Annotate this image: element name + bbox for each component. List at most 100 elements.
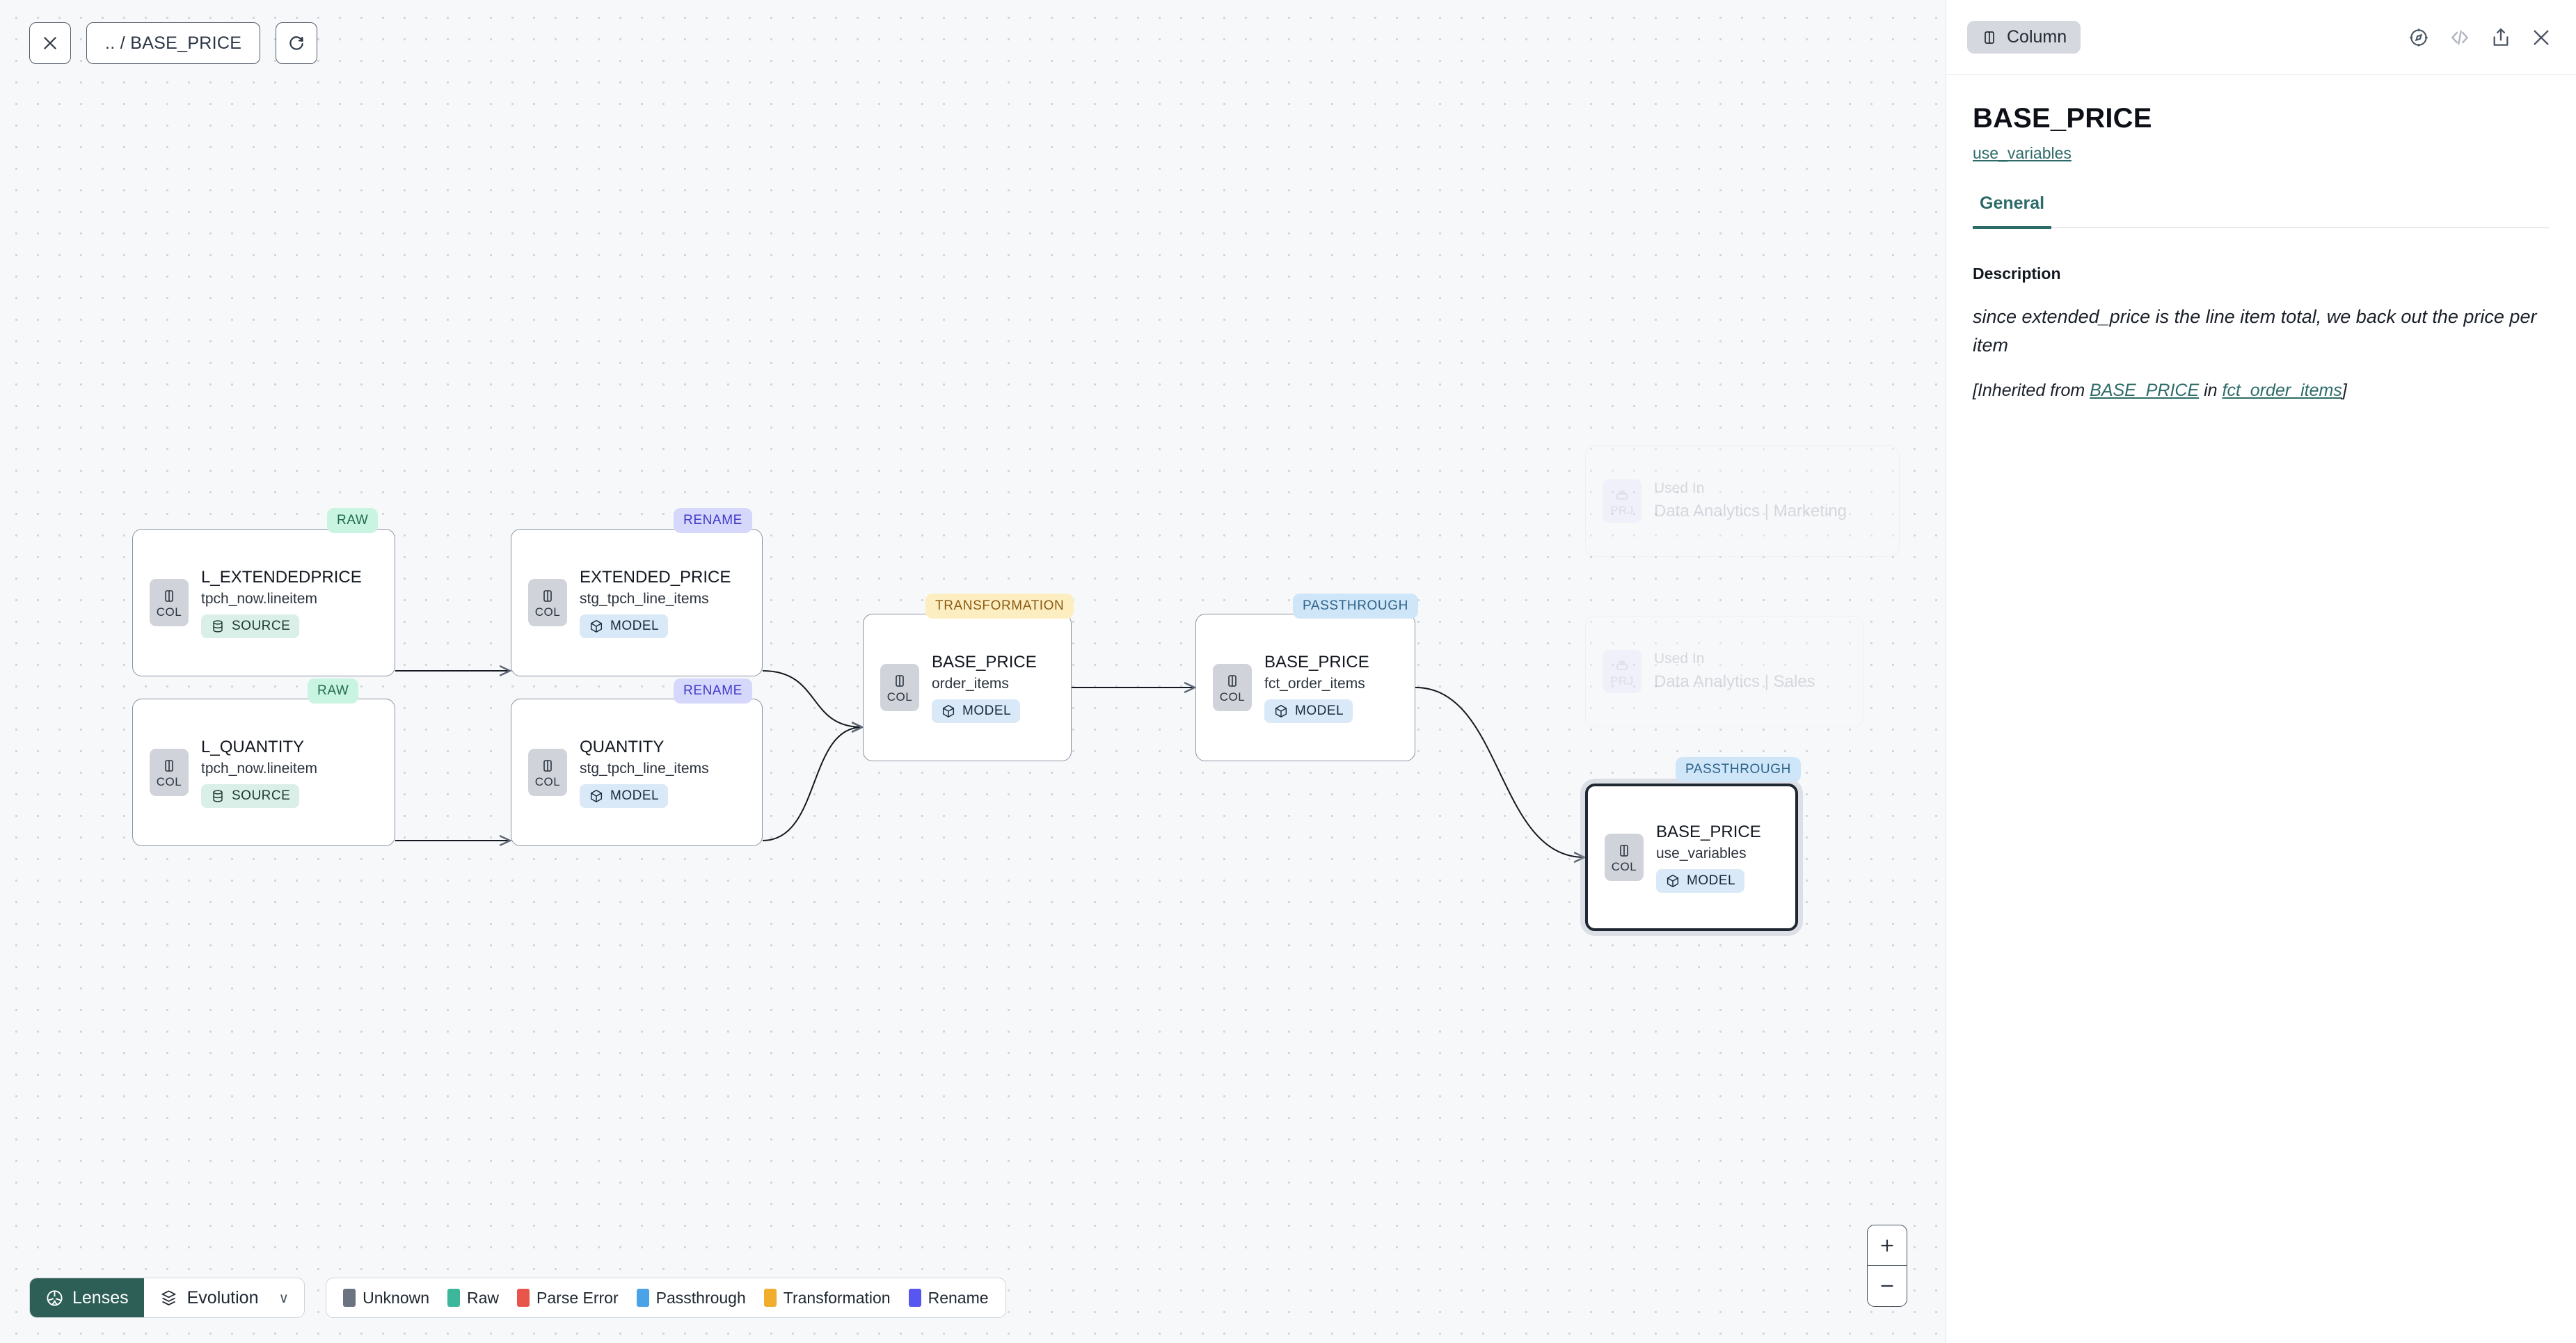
close-panel-icon[interactable] xyxy=(2530,26,2552,49)
node-subtitle: tpch_now.lineitem xyxy=(201,590,317,607)
lineage-edge xyxy=(762,670,862,727)
cube-icon xyxy=(1275,705,1287,718)
parent-model-link[interactable]: use_variables xyxy=(1973,144,2072,162)
layers-icon xyxy=(161,1289,176,1305)
node-kind-label: COL xyxy=(534,774,561,788)
lenses-button[interactable]: Lenses xyxy=(30,1278,144,1317)
node-title: BASE_PRICE xyxy=(932,652,1037,672)
node-tag-passthrough: PASSTHROUGH xyxy=(1676,757,1801,782)
compass-glyph xyxy=(2410,28,2428,47)
panel-tabs: General xyxy=(1973,193,2550,229)
node-tag-passthrough: PASSTHROUGH xyxy=(1293,594,1418,619)
entity-kind-badge[interactable]: Column xyxy=(1967,21,2081,54)
node-title: BASE_PRICE xyxy=(1264,652,1369,672)
node-badge-label: MODEL xyxy=(610,788,660,804)
node-badge-label: MODEL xyxy=(1687,873,1736,889)
node-title: L_QUANTITY xyxy=(201,737,305,756)
node-badge: MODEL xyxy=(1264,699,1353,724)
node-subtitle: stg_tpch_line_items xyxy=(580,760,709,777)
code-glyph xyxy=(2451,30,2468,45)
canvas-toolbar: .. / BASE_PRICE xyxy=(29,22,318,64)
share-glyph xyxy=(2493,28,2509,46)
node-kind-chip: COL xyxy=(150,749,189,796)
code-icon[interactable] xyxy=(2448,26,2472,49)
inherited-column-link[interactable]: BASE_PRICE xyxy=(2090,381,2200,401)
lenses-label: Lenses xyxy=(72,1287,129,1308)
column-icon xyxy=(1985,31,1994,44)
cube-icon xyxy=(942,705,955,718)
page-title: BASE_PRICE xyxy=(1973,103,2152,134)
used-in-name: Data Analytics | Marketing xyxy=(1654,501,1847,520)
column-icon xyxy=(165,759,173,772)
inherited-suffix: ] xyxy=(2342,381,2347,401)
legend-item[interactable]: Unknown xyxy=(343,1289,429,1308)
plus-icon xyxy=(1881,1239,1893,1252)
lineage-edge xyxy=(1415,687,1584,857)
column-icon xyxy=(896,674,904,687)
column-icon xyxy=(543,589,552,602)
node-badge-label: SOURCE xyxy=(232,619,291,634)
legend-label: Transformation xyxy=(783,1288,891,1307)
node-badge-label: MODEL xyxy=(1295,704,1344,719)
node-kind-label: COL xyxy=(1219,690,1246,704)
used-in-label: Used In xyxy=(1654,480,1705,497)
legend-label: Unknown xyxy=(363,1288,430,1307)
legend-swatch xyxy=(343,1289,356,1307)
lineage-edges xyxy=(395,0,1946,1343)
compass-icon[interactable] xyxy=(2408,26,2430,49)
breadcrumb-button[interactable]: .. / BASE_PRICE xyxy=(86,22,261,64)
aperture-icon xyxy=(47,1289,63,1306)
legend-item[interactable]: Parse Error xyxy=(517,1289,619,1308)
close-lineage-button[interactable] xyxy=(29,22,71,64)
tab-general[interactable]: General xyxy=(1973,193,2052,229)
project-chip: PRJ xyxy=(1603,650,1641,693)
node-badge: MODEL xyxy=(932,699,1021,724)
node-kind-chip: COL xyxy=(1213,664,1252,711)
node-tag-transformation: TRANSFORMATION xyxy=(925,594,1074,619)
node-tag-raw: RAW xyxy=(327,508,379,533)
zoom-out-button[interactable] xyxy=(1868,1266,1907,1306)
zoom-in-button[interactable] xyxy=(1868,1225,1907,1266)
legend-label: Passthrough xyxy=(655,1288,746,1307)
lenses-group: Lenses Evolution ∨ xyxy=(29,1278,305,1318)
legend-item[interactable]: Raw xyxy=(447,1289,499,1308)
node-subtitle: fct_order_items xyxy=(1264,675,1365,692)
close-glyph xyxy=(2534,29,2549,45)
inherited-model-link[interactable]: fct_order_items xyxy=(2222,381,2342,401)
inherited-prefix: [Inherited from xyxy=(1973,381,2090,401)
node-title: L_EXTENDEDPRICE xyxy=(201,567,362,587)
legend-item[interactable]: Transformation xyxy=(763,1288,891,1308)
node-kind-label: COL xyxy=(534,605,561,619)
refresh-icon xyxy=(289,36,303,50)
minus-icon xyxy=(1881,1285,1893,1287)
node-title: EXTENDED_PRICE xyxy=(580,567,731,587)
evolution-dropdown[interactable]: Evolution ∨ xyxy=(144,1278,304,1317)
refresh-button[interactable] xyxy=(276,22,318,64)
legend-item[interactable]: Passthrough xyxy=(636,1288,746,1308)
node-kind-chip: COL xyxy=(1605,834,1644,881)
node-subtitle: use_variables xyxy=(1656,845,1747,861)
close-icon xyxy=(44,37,56,49)
cube-icon xyxy=(1667,875,1679,888)
column-icon xyxy=(543,759,552,772)
legend-item[interactable]: Rename xyxy=(908,1289,989,1308)
share-icon[interactable] xyxy=(2490,26,2512,49)
zoom-controls xyxy=(1867,1225,1907,1307)
column-icon xyxy=(1228,674,1237,687)
node-kind-label: COL xyxy=(156,605,182,619)
